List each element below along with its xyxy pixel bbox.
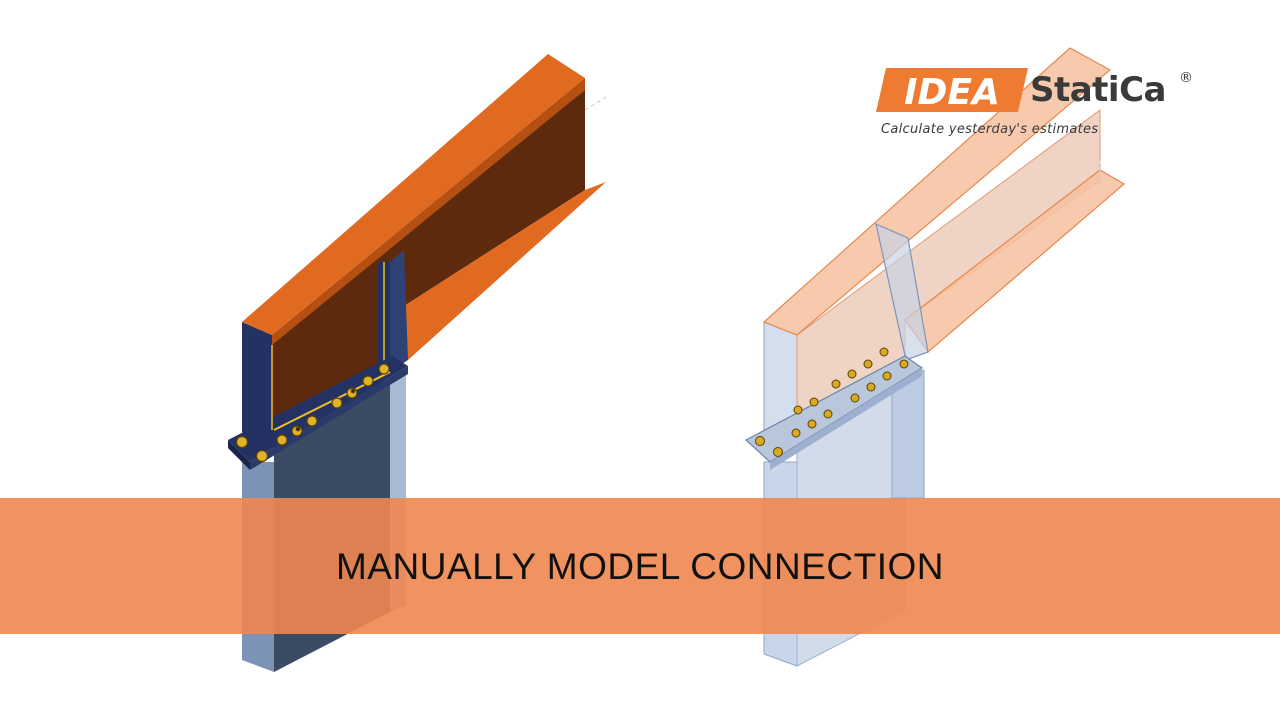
brand-logo: IDEA StatiCa ® Calculate yesterday's est…: [876, 66, 1206, 146]
right-bolts: [755, 347, 909, 457]
left-haunch-plate: [390, 250, 408, 372]
left-base-plate-edge: [228, 440, 250, 470]
right-rafter-top-flange: [762, 47, 1112, 336]
registered-mark: ®: [1179, 70, 1193, 86]
solid-connection-model: [228, 54, 609, 672]
left-rafter-web: [272, 90, 585, 430]
caption-banner: [0, 498, 1280, 634]
left-end-plate: [242, 322, 272, 445]
logo-wordmark: StatiCa: [1030, 70, 1167, 110]
right-stiffener: [875, 222, 929, 361]
caption-text: MANUALLY MODEL CONNECTION: [335, 546, 945, 587]
left-rafter-bottom-flange: [390, 182, 606, 360]
left-rafter-top-flange: [242, 54, 585, 335]
left-bolts: [235, 363, 390, 463]
left-rafter-top-flange-edge: [272, 78, 585, 345]
svg-text:IDEA: IDEA: [904, 72, 1000, 112]
logo-tagline: Calculate yesterday's estimates: [881, 122, 1099, 137]
idea-logo-mark: IDEA: [876, 68, 1028, 112]
